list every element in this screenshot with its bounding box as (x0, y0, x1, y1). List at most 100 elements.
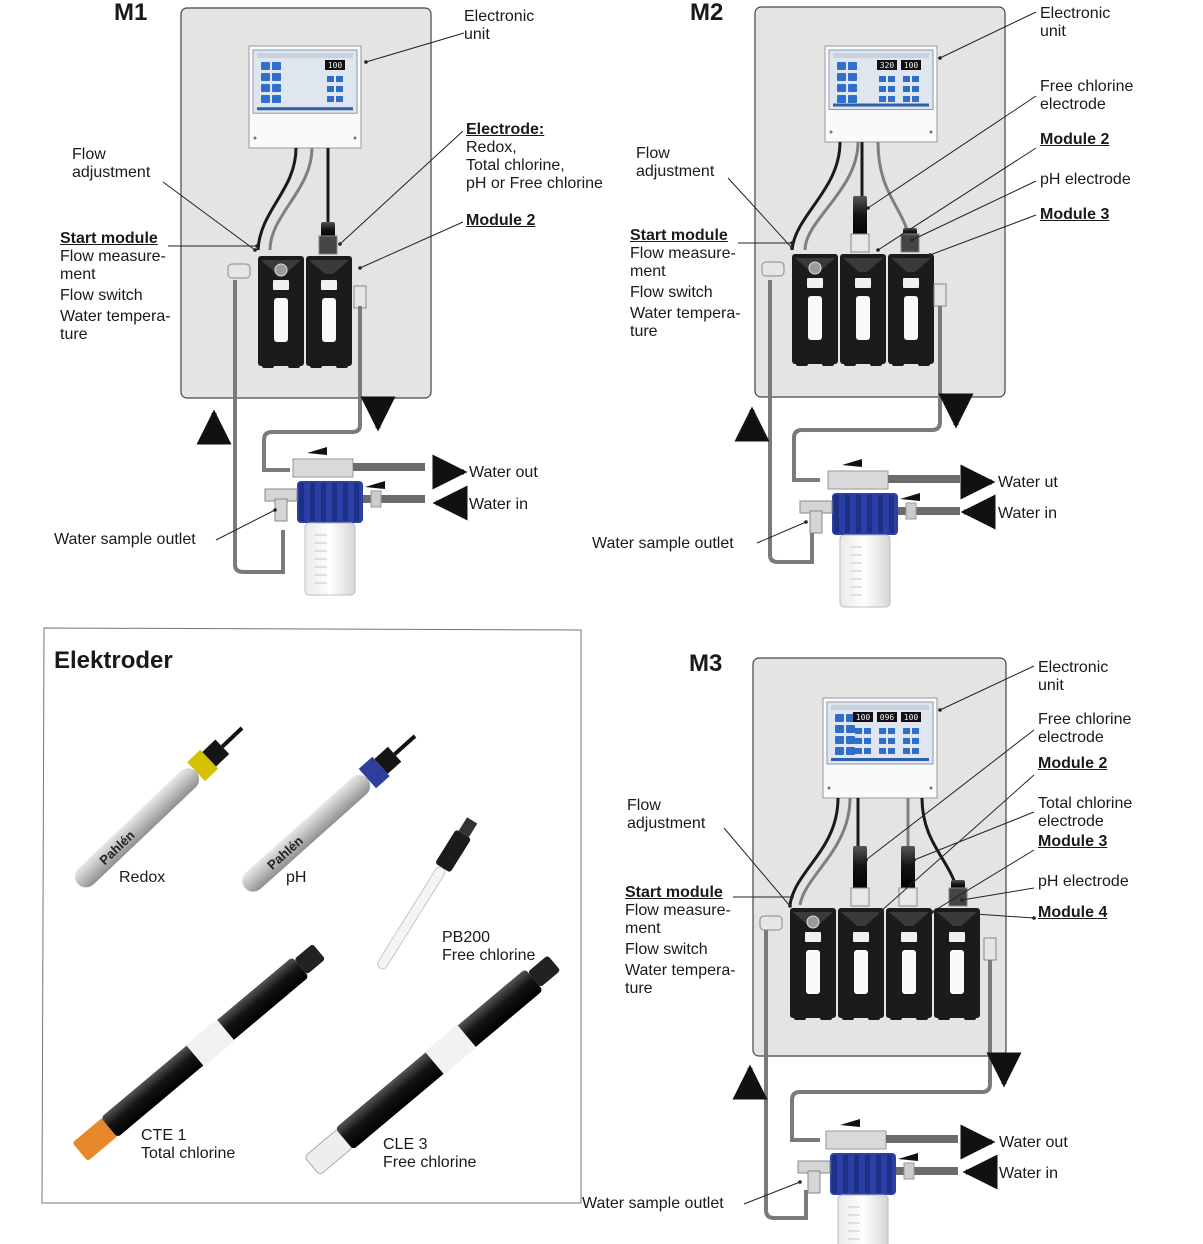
unit-key (912, 738, 919, 744)
unit-key (848, 95, 857, 103)
probe-cap (374, 746, 402, 774)
unit-rail (257, 107, 353, 111)
unit-key (879, 86, 886, 92)
leader-dot (790, 895, 794, 899)
leader-line (339, 130, 464, 245)
unit-key (879, 738, 886, 744)
panel-m1-drawing: 100 (162, 7, 468, 596)
unit-key (879, 728, 886, 734)
m3-water-in-label: Water in (999, 1165, 1058, 1182)
m2-start-module-label: Start module Flow measure- ment Flow swi… (630, 227, 741, 340)
unit-display-value: 100 (904, 713, 919, 722)
leader-line (877, 147, 1037, 251)
unit-key (912, 728, 919, 734)
m3-flow-adjustment-label: Flow adjustment (627, 797, 706, 832)
leader-line (911, 180, 1037, 241)
unit-key (912, 96, 919, 102)
unit-display (901, 712, 921, 722)
filter-jar (837, 1194, 889, 1244)
probe-collar (850, 887, 870, 907)
unit-key (837, 62, 846, 70)
panel-m1-title: M1 (114, 0, 148, 26)
unit-screw (929, 786, 933, 790)
flow-gauge (274, 263, 288, 277)
redox-electrode: Pahlén (74, 726, 244, 888)
m3-start-module-label: Start module Flow measure- ment Flow swi… (625, 884, 736, 997)
module-top-wedge (309, 260, 349, 274)
cap-rib (843, 1155, 848, 1193)
unit-key (848, 84, 857, 92)
unit-key (888, 738, 895, 744)
inlet-elbow (227, 263, 251, 279)
leader-line (961, 887, 1035, 901)
cap-rib (887, 1155, 892, 1193)
pb200-electrode (377, 817, 478, 970)
ph-label: pH (286, 869, 307, 886)
unit-key (888, 86, 895, 92)
unit-rail (833, 103, 929, 107)
m1-start-module-label: Start module Flow measure- ment Flow swi… (60, 230, 171, 343)
probe-collar (900, 233, 920, 253)
module-top-wedge (891, 258, 931, 272)
m3-free-chlorine-label: Free chlorine electrode (1038, 711, 1132, 746)
valve-lever (900, 493, 920, 501)
unit-key (272, 73, 281, 81)
leader-dot (866, 206, 870, 210)
leader-dot (788, 904, 792, 908)
probe-cap (202, 739, 230, 767)
leader-dot (930, 910, 934, 914)
module-foot (892, 358, 904, 366)
unit-title-strip (257, 53, 353, 58)
m3-electronic-unit-label: Electronic unit (1038, 659, 1109, 694)
m3-module-1 (790, 908, 836, 1020)
m2-sample-outlet-label: Water sample outlet (592, 535, 734, 552)
leader-line (743, 1181, 801, 1205)
m1-sample-outlet-label: Water sample outlet (54, 531, 196, 548)
unit-key (272, 95, 281, 103)
leader-dot (938, 56, 942, 60)
cable (268, 147, 314, 251)
module-foot (842, 1012, 854, 1020)
m3-module-4 (934, 908, 980, 1020)
unit-key (912, 76, 919, 82)
unit-display-value: 100 (328, 61, 343, 70)
unit-key (888, 76, 895, 82)
probe-connector (458, 817, 478, 838)
module-indicator (853, 932, 869, 942)
m3-probe (850, 846, 870, 907)
unit-key (903, 96, 910, 102)
m2-module3-label: Module 3 (1040, 206, 1110, 223)
module-window (322, 298, 336, 342)
unit-key (888, 728, 895, 734)
leader-dot (804, 520, 808, 524)
unit-key (835, 714, 844, 722)
outlet-fitting (353, 285, 367, 309)
unit-key (837, 73, 846, 81)
unit-key (261, 84, 270, 92)
cap-rib (876, 1155, 881, 1193)
m3-module2-label: Module 2 (1038, 755, 1108, 772)
hose (790, 960, 992, 1142)
probe-rod (242, 774, 371, 892)
leader-dot (960, 898, 964, 902)
m2-module-1 (792, 254, 838, 366)
m2-water-in-label: Water in (998, 505, 1057, 522)
unit-key (879, 76, 886, 82)
cap-rib (865, 1155, 870, 1193)
hose (768, 280, 814, 564)
m3-water-out-label: Water out (999, 1134, 1068, 1151)
unit-display (901, 60, 921, 70)
module-foot (822, 358, 834, 366)
cable (798, 797, 852, 906)
leader-line (215, 509, 276, 541)
m2-ph-electrode-label: pH electrode (1040, 171, 1131, 188)
panel-m2-title: M2 (690, 0, 724, 26)
module-indicator (273, 280, 289, 290)
leader-dot (1032, 916, 1036, 920)
leader-dot (273, 508, 277, 512)
leader-line (939, 11, 1037, 59)
module-foot (918, 358, 930, 366)
